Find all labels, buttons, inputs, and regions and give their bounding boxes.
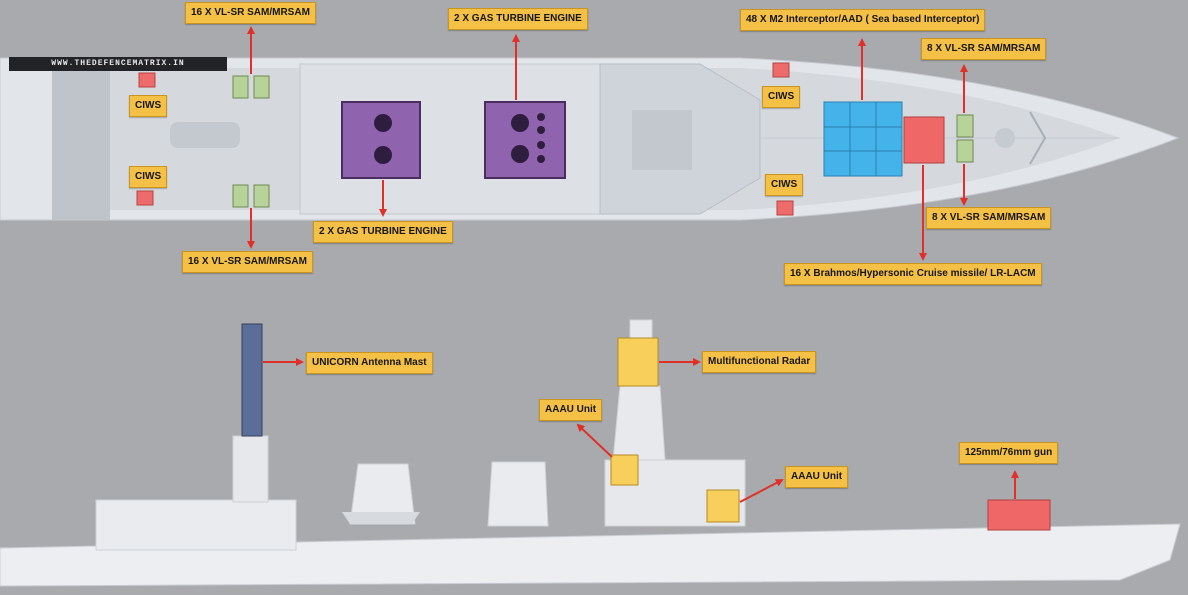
brahmos-block: [903, 116, 945, 164]
unicorn-mast: [241, 323, 263, 437]
ciws-top-left-mark: [138, 72, 156, 88]
interceptor-cells: [823, 101, 903, 177]
label-aaau-left: AAAU Unit: [539, 399, 603, 421]
side-hull: [0, 523, 1181, 587]
gas-turbine-aft-port-2: [374, 146, 392, 164]
label-vlsr-bottom-left: 16 X VL-SR SAM/MRSAM: [182, 251, 313, 273]
mast-base: [232, 435, 269, 503]
label-ciws-bottom-right: CIWS: [765, 174, 804, 196]
label-aaau-right: AAAU Unit: [785, 466, 849, 488]
vls-bottom-left-cell-b: [253, 184, 270, 208]
stern-block: [52, 70, 110, 220]
label-gun: 125mm/76mm gun: [959, 442, 1059, 464]
aaau-left-box: [610, 454, 639, 486]
funnel-aft: [349, 463, 416, 525]
gas-turbine-fwd-port-6: [537, 155, 545, 163]
label-gas-turbine-bottom: 2 X GAS TURBINE ENGINE: [313, 221, 453, 243]
gas-turbine-fwd-port-2: [511, 145, 529, 163]
gas-turbine-fwd-port-5: [537, 141, 545, 149]
label-brahmos: 16 X Brahmos/Hypersonic Cruise missile/ …: [784, 263, 1042, 285]
side-view: [0, 319, 1181, 587]
label-vlsr-bottom-right: 8 X VL-SR SAM/MRSAM: [926, 207, 1052, 229]
ciws-top-right-mark: [772, 62, 790, 78]
vls-right-cell-a: [956, 114, 974, 138]
label-ciws-top-left: CIWS: [129, 95, 168, 117]
label-vlsr-top-left: 16 X VL-SR SAM/MRSAM: [185, 2, 316, 24]
label-ciws-bottom-left: CIWS: [129, 166, 168, 188]
gas-turbine-aft-port-1: [374, 114, 392, 132]
funnel-fwd: [487, 461, 549, 527]
bow-gun-mount: [995, 128, 1015, 148]
vls-bottom-left-cell-a: [232, 184, 249, 208]
watermark: WWW.THEDEFENCEMATRIX.IN: [9, 57, 227, 71]
boat-aft: [342, 512, 420, 524]
gas-turbine-fwd-port-1: [511, 114, 529, 132]
top-view: [0, 57, 1180, 221]
radar-box: [617, 337, 659, 387]
vls-top-left-cell-a: [232, 75, 249, 99]
callout-arrows: [247, 26, 1019, 503]
gas-turbine-fwd: [484, 101, 566, 179]
bow-chevron: [1029, 111, 1047, 165]
vls-right-cell-b: [956, 139, 974, 163]
aft-deck-block: [95, 499, 297, 551]
gun-box: [987, 499, 1051, 531]
aaau-right-box: [706, 489, 740, 523]
label-ciws-top-right: CIWS: [762, 86, 801, 108]
bridge-tower: [612, 385, 666, 461]
label-gas-turbine-top: 2 X GAS TURBINE ENGINE: [448, 8, 588, 30]
label-unicorn: UNICORN Antenna Mast: [306, 352, 433, 374]
label-interceptor: 48 X M2 Interceptor/AAD ( Sea based Inte…: [740, 9, 986, 31]
label-radar: Multifunctional Radar: [702, 351, 817, 373]
gas-turbine-fwd-port-4: [537, 126, 545, 134]
hangar-detail: [632, 110, 692, 170]
radar-mast-tip: [629, 319, 653, 339]
gas-turbine-aft: [341, 101, 421, 179]
helipad-detail: [170, 122, 240, 148]
gas-turbine-fwd-port-3: [537, 113, 545, 121]
ciws-bottom-left-mark: [136, 190, 154, 206]
vls-top-left-cell-b: [253, 75, 270, 99]
ciws-bottom-right-mark: [776, 200, 794, 216]
label-vlsr-top-right: 8 X VL-SR SAM/MRSAM: [921, 38, 1047, 60]
